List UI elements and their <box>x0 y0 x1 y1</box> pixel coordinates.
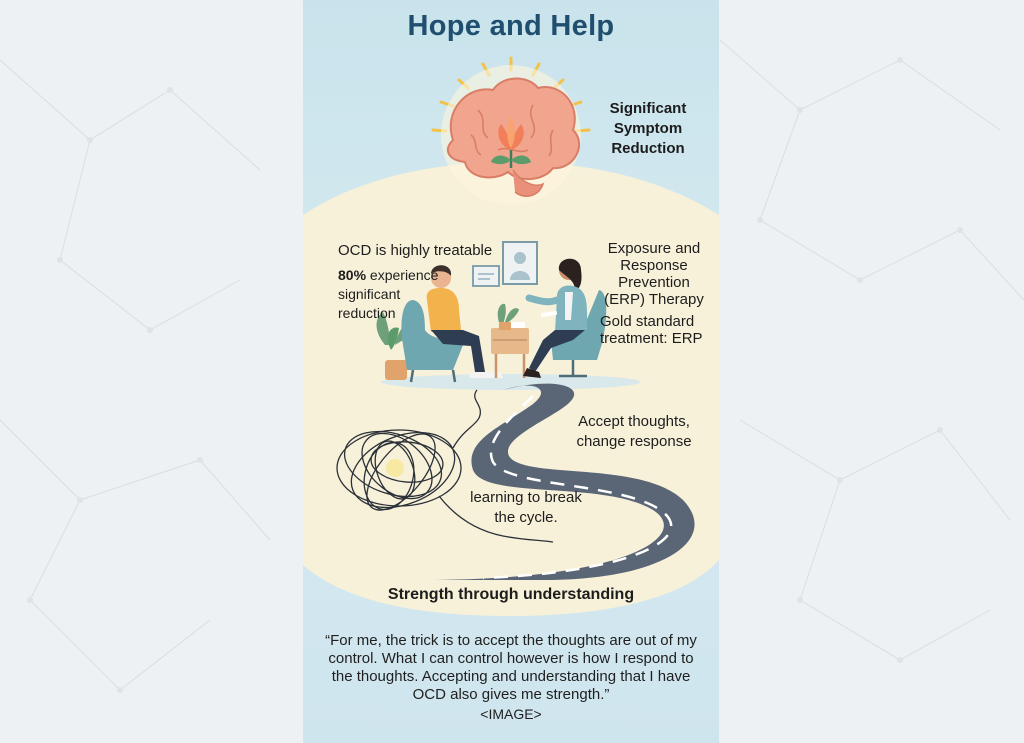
erp-therapy-label: Exposure and Response Prevention (ERP) T… <box>604 240 704 308</box>
tangled-thread-icon <box>336 389 554 543</box>
break-cycle-label: learning to break the cycle. <box>470 489 582 526</box>
image-placeholder: <IMAGE> <box>480 706 542 722</box>
experience-label: 80% experience significant reduction <box>338 266 458 323</box>
therapist-figure-icon <box>523 258 587 378</box>
strength-heading: Strength through understanding <box>387 586 635 603</box>
experience-percent: 80% <box>338 267 367 283</box>
testimonial-quote: “For me, the trick is to accept the thou… <box>325 632 697 703</box>
road-icon <box>423 383 695 580</box>
accept-thoughts-label: Accept thoughts, change response <box>576 413 692 450</box>
client-figure-icon <box>426 265 503 378</box>
poster-illustration <box>303 56 719 616</box>
infographic-poster: Hope and Help Significant Symptom Reduct… <box>303 0 719 743</box>
gold-standard-label: Gold standard treatment: ERP <box>600 313 703 347</box>
poster-title: Hope and Help <box>407 10 615 42</box>
treatable-label: OCD is highly treatable <box>338 242 493 259</box>
experience-text: experience significant reduction <box>338 267 439 321</box>
symptom-reduction-label: Significant Symptom Reduction <box>609 100 687 157</box>
brain-flower-icon <box>446 77 580 197</box>
